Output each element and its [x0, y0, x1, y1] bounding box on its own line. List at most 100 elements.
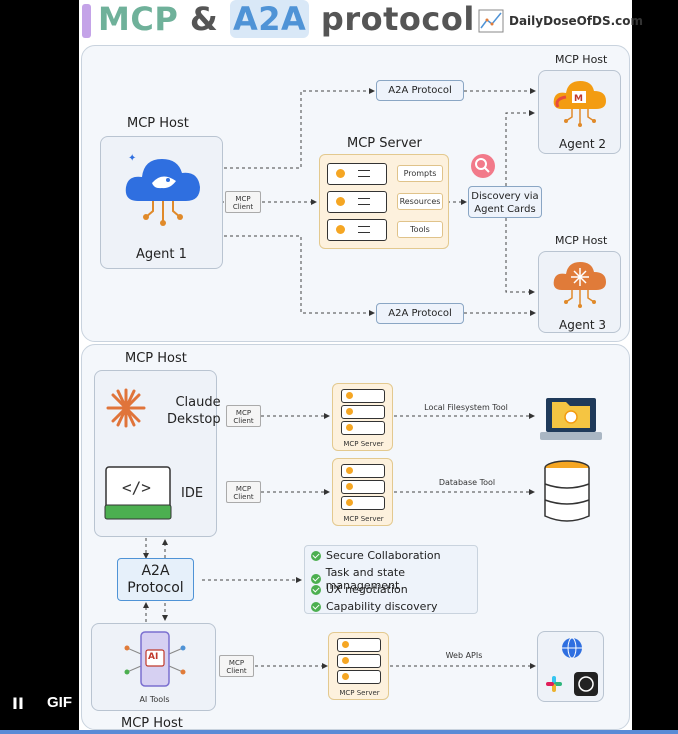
a2a-line1: A2A	[141, 563, 170, 579]
server-unit	[341, 480, 385, 494]
server-unit	[341, 389, 385, 403]
feature-tools: Tools	[397, 221, 443, 238]
server-unit	[337, 638, 381, 652]
agent1-host-label: MCP Host	[127, 116, 189, 131]
capability-text: Task and state management	[325, 566, 405, 592]
mcp-client-top-line1: MCP	[235, 195, 251, 203]
link-label-web: Web APIs	[445, 651, 483, 660]
a2a-protocol-top: A2A Protocol	[376, 80, 464, 101]
feature-resources: Resources	[397, 193, 443, 210]
server-unit	[341, 496, 385, 510]
link-label-database: Database Tool	[438, 478, 496, 487]
folder-laptop-icon	[540, 398, 602, 440]
check-icon	[311, 584, 321, 595]
server-unit-3	[327, 219, 387, 241]
server-led-icon	[346, 467, 353, 474]
database-icon	[544, 460, 590, 522]
agent3-cloud-icon	[553, 262, 606, 308]
server-unit	[337, 670, 381, 684]
a2a-line2: Protocol	[127, 580, 184, 596]
server-led-icon	[336, 169, 345, 178]
server-unit-1	[327, 163, 387, 185]
server-web-label: MCP Server	[339, 689, 380, 697]
capability-text: Secure Collaboration	[326, 549, 441, 562]
mcp-client-top-line2: Client	[232, 203, 254, 211]
agent1-card: ✦ Agent 1	[100, 136, 223, 269]
ai-badge: AI	[148, 652, 159, 662]
a2a-protocol-bottom: A2A Protocol	[376, 303, 464, 324]
agent1-label: Agent 1	[136, 247, 187, 262]
svg-text:</>: </>	[122, 478, 151, 497]
capabilities-list: Secure Collaboration Task and state mana…	[304, 545, 478, 614]
server-unit	[337, 654, 381, 668]
agent3-host-label: MCP Host	[555, 234, 608, 247]
claude-line2: Dekstop	[167, 412, 221, 427]
server-unit	[341, 405, 385, 419]
server-led-icon	[342, 657, 349, 664]
agent1-cloud-icon: ✦	[125, 153, 200, 226]
host-apps-card: Claude Dekstop </> IDE	[94, 370, 221, 537]
mcp-client-ai-line2: Client	[226, 667, 247, 675]
server-unit	[341, 464, 385, 478]
claude-desktop-label: Claude Dekstop	[167, 394, 221, 428]
mcp-client-top: MCP Client	[225, 191, 261, 213]
server-database-label: MCP Server	[343, 515, 384, 523]
server-led-icon	[346, 408, 353, 415]
phone-ai-icon	[124, 631, 186, 687]
svg-text:M: M	[574, 94, 583, 104]
server-led-icon	[342, 641, 349, 648]
claude-line1: Claude	[175, 395, 221, 410]
capability-text: Capability discovery	[326, 600, 438, 613]
server-unit-2	[327, 191, 387, 213]
slack-icon	[546, 676, 562, 692]
title-a2a: A2A	[229, 0, 310, 38]
pause-button[interactable]: II	[12, 694, 24, 713]
gif-player-controls: II GIF	[0, 688, 90, 718]
mcp-client-ide-line2: Client	[233, 493, 254, 501]
capability-item: Task and state management	[311, 566, 477, 592]
server-vent-icon	[358, 170, 370, 177]
agent3-card: Agent 3	[538, 251, 621, 333]
mcp-server-top: Prompts Resources Tools	[319, 154, 449, 249]
brand-text: DailyDoseOfDS.com	[509, 14, 644, 28]
agent2-label: Agent 2	[559, 137, 606, 151]
agent2-cloud-icon: M	[553, 81, 606, 127]
server-led-icon	[346, 483, 353, 490]
check-icon	[311, 550, 321, 561]
server-led-icon	[346, 424, 353, 431]
mcp-server-database: MCP Server	[332, 458, 393, 526]
web-apis-card	[537, 631, 604, 702]
agent3-label: Agent 3	[559, 318, 606, 332]
server-led-icon	[336, 225, 345, 234]
server-led-icon	[346, 499, 353, 506]
capability-item: Secure Collaboration	[311, 549, 441, 562]
mcp-client-ai-line1: MCP	[228, 659, 245, 667]
discovery-line2: Agent Cards	[474, 204, 536, 215]
feature-prompts: Prompts	[397, 165, 443, 182]
ide-icon: </>	[104, 466, 172, 520]
title-protocol: protocol	[320, 0, 475, 38]
agent2-host-label: MCP Host	[555, 53, 608, 66]
link-label-filesystem: Local Filesystem Tool	[424, 403, 508, 412]
page-title: MCP & A2A protocol	[98, 0, 475, 38]
check-icon	[311, 574, 321, 584]
agent2-card: M Agent 2	[538, 70, 621, 154]
mcp-client-claude: MCP Client	[226, 405, 261, 427]
title-bar: MCP & A2A protocol DailyDoseOfDS.com	[79, 0, 643, 42]
host-top-label: MCP Host	[125, 351, 187, 366]
capability-text: UX negotiation	[326, 583, 408, 596]
title-mcp: MCP	[98, 0, 179, 38]
discovery-line1: Discovery via	[471, 191, 539, 202]
mcp-server-filesystem: MCP Server	[332, 383, 393, 451]
server-unit	[341, 421, 385, 435]
ide-label: IDE	[181, 486, 204, 501]
brand-logo-icon	[478, 9, 504, 33]
title-accent	[82, 4, 91, 38]
server-led-icon	[336, 197, 345, 206]
gif-label: GIF	[47, 694, 72, 711]
server-vent-icon	[358, 226, 370, 233]
check-icon	[311, 601, 321, 612]
ai-tools-card: AI AI Tools	[91, 623, 216, 711]
title-amp: &	[189, 0, 219, 38]
server-led-icon	[342, 673, 349, 680]
